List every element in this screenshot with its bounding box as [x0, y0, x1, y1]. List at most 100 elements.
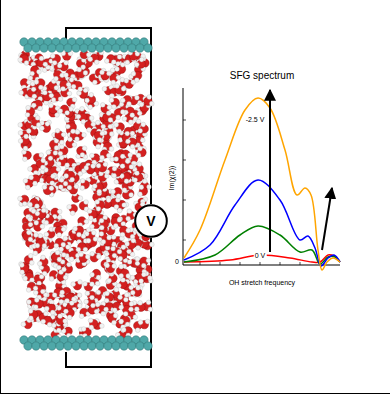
- drawing-part: [85, 291, 90, 296]
- drawing-part: [125, 322, 130, 327]
- curve-label: -2.5 V: [245, 116, 266, 124]
- drawing-part: [112, 166, 117, 171]
- drawing-part: [125, 131, 130, 136]
- drawing-part: [138, 128, 143, 133]
- drawing-part: [67, 315, 72, 320]
- drawing-part: [114, 204, 119, 209]
- tick-label: 0: [174, 258, 180, 266]
- drawing-part: [64, 174, 69, 179]
- drawing-part: [49, 93, 54, 98]
- drawing-part: [80, 153, 85, 158]
- drawing-part: [59, 178, 64, 183]
- drawing-part: [127, 101, 132, 106]
- drawing-part: [69, 257, 74, 262]
- drawing-part: [65, 163, 70, 168]
- drawing-part: [112, 342, 120, 350]
- drawing-part: [40, 165, 45, 170]
- drawing-part: [128, 44, 136, 52]
- drawing-part: [100, 103, 105, 108]
- drawing-part: [66, 82, 71, 87]
- drawing-part: [30, 278, 35, 283]
- drawing-part: [120, 164, 125, 169]
- drawing-part: [58, 185, 63, 190]
- drawing-part: [135, 257, 140, 262]
- drawing-part: [97, 137, 102, 142]
- drawing-part: [73, 226, 78, 231]
- drawing-part: [53, 151, 58, 156]
- drawing-part: [64, 60, 69, 65]
- drawing-part: [95, 281, 100, 286]
- drawing-part: [126, 274, 131, 279]
- drawing-part: [107, 71, 112, 76]
- drawing-part: [183, 160, 186, 161]
- drawing-part: [25, 185, 30, 190]
- drawing-part: [67, 185, 72, 190]
- drawing-part: [51, 323, 56, 328]
- drawing-part: [90, 272, 95, 277]
- drawing-part: [134, 78, 139, 83]
- drawing-part: [115, 84, 120, 89]
- drawing-part: [51, 98, 56, 103]
- drawing-part: [130, 290, 135, 295]
- drawing-part: [21, 322, 26, 327]
- drawing-part: [85, 98, 90, 103]
- drawing-part: [139, 279, 144, 284]
- drawing-part: [33, 181, 38, 186]
- drawing-part: [57, 209, 62, 214]
- drawing-part: [129, 165, 134, 170]
- drawing-part: [72, 44, 80, 52]
- drawing-part: [104, 298, 109, 303]
- drawing-part: [92, 80, 97, 85]
- drawing-part: [18, 57, 23, 62]
- drawing-part: [120, 44, 128, 52]
- drawing-part: [33, 290, 38, 295]
- drawing-part: [184, 98, 340, 270]
- drawing-part: [28, 167, 33, 172]
- drawing-part: [47, 322, 52, 327]
- drawing-part: [118, 256, 123, 261]
- drawing-part: [71, 282, 76, 287]
- drawing-part: [28, 316, 33, 321]
- drawing-part: [64, 73, 69, 78]
- drawing-part: [89, 325, 94, 330]
- drawing-part: [50, 310, 55, 315]
- drawing-part: [88, 318, 93, 323]
- drawing-part: [56, 167, 61, 172]
- drawing-part: [90, 295, 95, 300]
- drawing-part: [91, 164, 96, 169]
- drawing-part: [125, 242, 130, 247]
- drawing-part: [79, 314, 84, 319]
- drawing-part: [137, 111, 142, 116]
- drawing-part: [108, 118, 113, 123]
- drawing-part: [44, 306, 49, 311]
- drawing-part: [149, 101, 154, 106]
- drawing-part: [62, 267, 67, 272]
- drawing-part: [26, 129, 31, 134]
- drawing-part: [147, 95, 152, 100]
- drawing-part: [84, 166, 89, 171]
- drawing-part: [136, 285, 141, 290]
- drawing-part: [72, 97, 77, 102]
- drawing-part: [57, 63, 62, 68]
- drawing-part: [57, 257, 62, 262]
- drawing-part: [139, 57, 144, 62]
- drawing-part: [77, 67, 82, 72]
- drawing-part: [63, 275, 68, 280]
- drawing-part: [99, 218, 104, 223]
- drawing-part: [78, 196, 83, 201]
- drawing-part: [122, 203, 127, 208]
- drawing-part: [37, 261, 42, 266]
- drawing-part: [40, 289, 45, 294]
- drawing-part: [31, 103, 36, 108]
- drawing-part: [30, 71, 35, 76]
- drawing-part: [114, 287, 119, 292]
- drawing-part: [72, 342, 80, 350]
- drawing-part: [104, 59, 109, 64]
- drawing-part: [51, 174, 56, 179]
- drawing-part: [91, 230, 96, 235]
- drawing-part: [136, 153, 141, 158]
- drawing-part: [280, 262, 281, 265]
- drawing-part: [100, 155, 105, 160]
- drawing-part: [84, 219, 89, 224]
- drawing-part: [55, 250, 60, 255]
